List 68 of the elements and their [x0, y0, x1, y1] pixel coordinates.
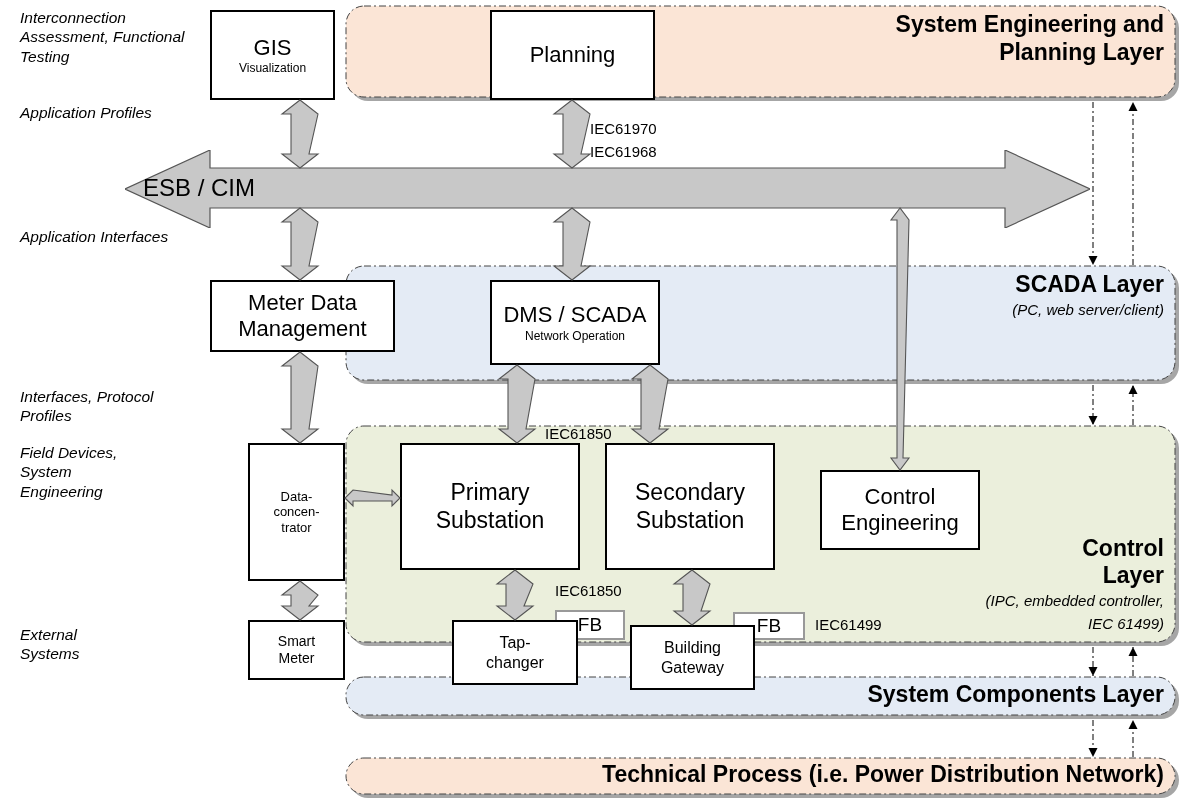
box-title: GIS — [253, 34, 292, 61]
process-box — [400, 443, 580, 570]
layer-title: System Engineering and Planning Layer — [894, 11, 1164, 67]
box-title: Primary Substation — [434, 478, 546, 535]
process-box — [820, 470, 980, 550]
process-box — [248, 620, 345, 680]
process-box — [605, 443, 775, 570]
dashed-arrow — [1128, 719, 1138, 758]
dashed-arrow — [1088, 719, 1098, 758]
protocol-label: IEC61968 — [590, 143, 657, 162]
double-arrow — [495, 569, 535, 621]
row-label: Interconnection Assessment, Functional Testing — [20, 8, 185, 67]
double-arrow — [280, 580, 320, 621]
box-title: Control Engineering — [840, 483, 960, 537]
double-arrow — [552, 207, 592, 281]
protocol-label: IEC61850 — [555, 582, 622, 601]
double-arrow — [552, 99, 592, 169]
row-label: Field Devices, System Engineering — [20, 443, 119, 502]
process-box — [490, 280, 660, 365]
box-title: DMS / SCADA — [503, 302, 647, 329]
double-arrow — [280, 351, 320, 444]
box-title: FB — [756, 614, 782, 638]
box-title: Building Gateway — [659, 638, 726, 677]
process-box — [210, 280, 395, 352]
box-title: Tap- changer — [485, 633, 545, 672]
double-arrow — [280, 99, 320, 169]
box-title: Meter Data Management — [237, 289, 368, 343]
double-arrow — [344, 488, 401, 508]
box-subtitle: Network Operation — [524, 328, 625, 343]
layer-title: Control Layer — [1081, 534, 1164, 590]
layer-title: Technical Process (i.e. Power Distribution Network) — [602, 761, 1164, 789]
box-title: Secondary Substation — [634, 478, 746, 535]
process-box — [210, 10, 335, 100]
row-label: Interfaces, Protocol Profiles — [20, 387, 155, 426]
box-subtitle: Visualization — [238, 61, 307, 76]
layer-band — [345, 676, 1180, 720]
dashed-arrow — [1128, 646, 1138, 677]
protocol-label: IEC61850 — [545, 425, 612, 444]
dashed-arrow — [1128, 101, 1138, 266]
layer-band — [345, 5, 1180, 102]
process-box — [248, 443, 345, 581]
double-arrow — [497, 364, 537, 444]
row-label: External Systems — [20, 625, 81, 664]
box-title: Planning — [529, 41, 616, 69]
row-label: Application Profiles — [20, 103, 152, 123]
double-arrow — [280, 207, 320, 281]
process-box — [630, 625, 755, 690]
process-box — [452, 620, 578, 685]
double-arrow — [672, 569, 712, 626]
dashed-arrow — [1128, 384, 1138, 426]
protocol-label: IEC61970 — [590, 120, 657, 139]
box-title: Data- concen- trator — [272, 488, 321, 536]
dashed-arrow — [1088, 646, 1098, 677]
row-label: Application Interfaces — [20, 227, 169, 247]
layer-title: System Components Layer — [867, 681, 1164, 709]
layer-description: (PC, web server/client) — [1012, 299, 1164, 320]
layer-title: SCADA Layer — [1014, 271, 1164, 299]
layer-description: (IPC, embedded controller, IEC 61499) — [984, 591, 1164, 634]
double-arrow — [630, 364, 670, 444]
protocol-label: IEC61499 — [815, 616, 882, 633]
dashed-arrow — [1088, 384, 1098, 426]
bus-label: ESB / CIM — [143, 174, 256, 202]
box-title: FB — [577, 613, 603, 637]
layer-band — [345, 757, 1180, 799]
box-title: Smart Meter — [276, 633, 317, 667]
dashed-arrow — [1088, 101, 1098, 266]
double-arrow — [889, 207, 911, 471]
process-box — [490, 10, 655, 100]
